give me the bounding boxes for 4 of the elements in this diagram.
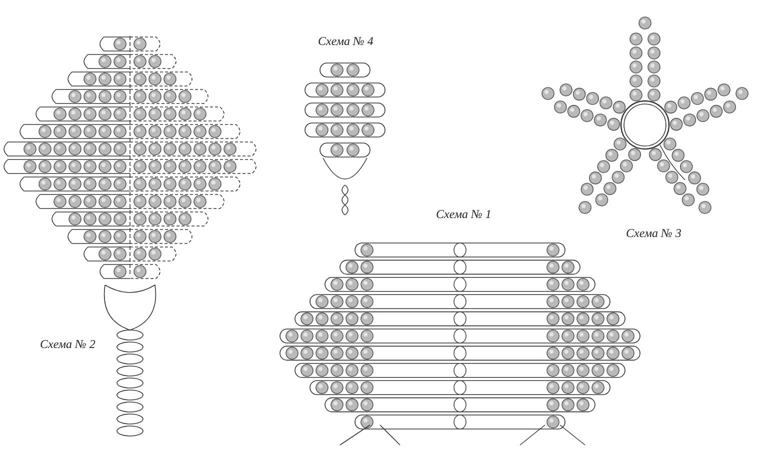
scheme-caption: Схема № 1	[436, 207, 492, 222]
scheme-caption: Схема № 4	[318, 34, 374, 49]
scheme-caption: Схема № 2	[40, 337, 96, 352]
scheme-caption: Схема № 3	[626, 226, 682, 241]
